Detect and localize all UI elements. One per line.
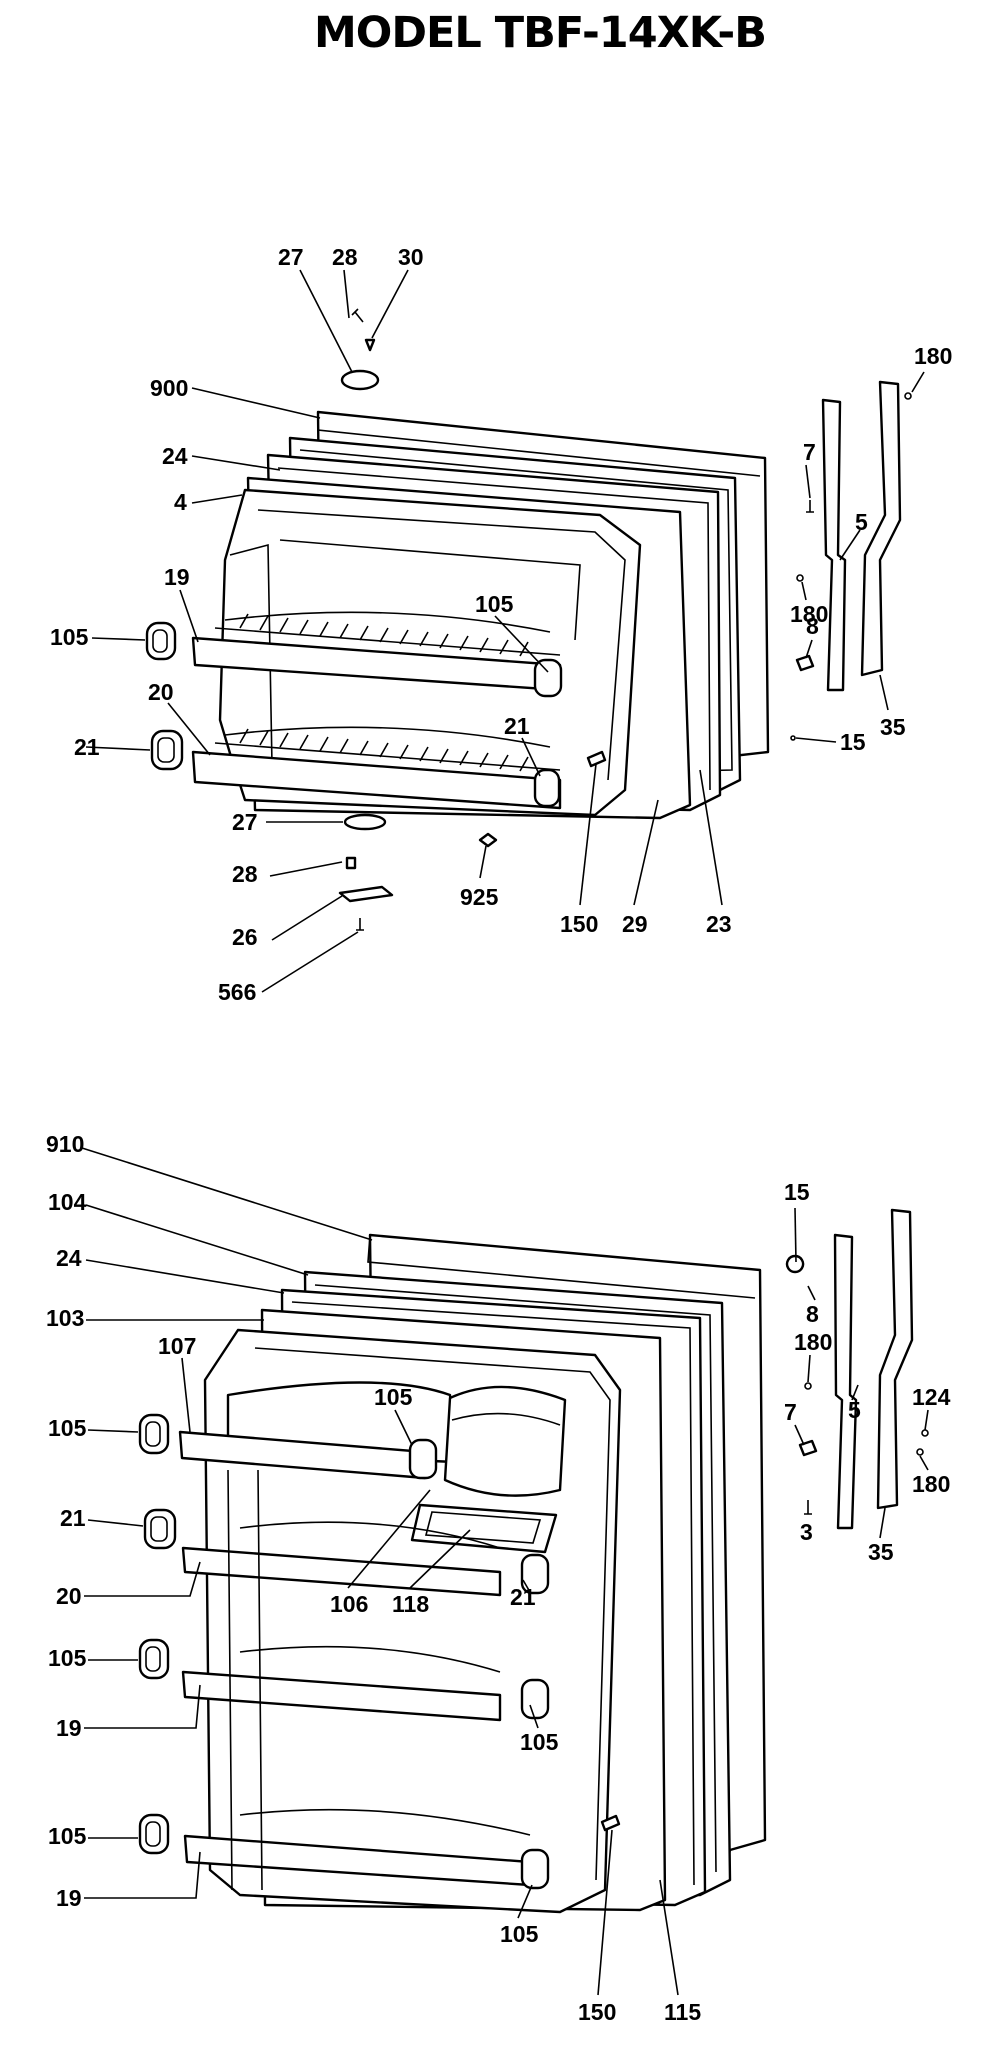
part-label: 21: [74, 734, 100, 760]
part-label: 900: [150, 375, 188, 401]
part-label: 118: [392, 1591, 429, 1617]
part-label: 4: [174, 489, 187, 515]
part-label: 180: [794, 1329, 832, 1355]
part-label: 106: [330, 1591, 368, 1617]
part-label: 5: [855, 509, 868, 535]
part-label: 150: [560, 911, 598, 937]
part-label: 103: [46, 1305, 84, 1331]
part-label: 28: [232, 861, 258, 887]
model-title: MODEL TBF-14XK-B: [314, 8, 767, 58]
part-label: 35: [880, 714, 906, 740]
part-label: 105: [48, 1823, 87, 1849]
part-label: 7: [784, 1399, 797, 1425]
part-label: 180: [914, 343, 952, 369]
part-label: 8: [806, 613, 819, 639]
part-label: 925: [460, 884, 499, 910]
part-label: 15: [840, 729, 866, 755]
fresh-food-door-assembly: [138, 1208, 929, 1914]
part-label: 19: [56, 1885, 82, 1911]
part-label: 104: [48, 1189, 87, 1215]
part-label: 19: [56, 1715, 82, 1741]
part-label: 27: [232, 809, 258, 835]
part-label: 19: [164, 564, 190, 590]
part-label: 27: [278, 244, 304, 270]
part-label: 30: [398, 244, 424, 270]
part-label: 107: [158, 1333, 196, 1359]
part-label: 3: [800, 1519, 813, 1545]
part-label: 105: [48, 1645, 87, 1671]
part-label: 21: [60, 1505, 86, 1531]
part-label: 124: [912, 1384, 951, 1410]
part-label: 15: [784, 1179, 810, 1205]
part-label: 7: [803, 439, 816, 465]
part-label: 21: [504, 713, 530, 739]
part-label: 23: [706, 911, 732, 937]
part-label: 105: [500, 1921, 539, 1947]
part-label: 26: [232, 924, 258, 950]
part-label: 105: [475, 591, 514, 617]
part-label: 180: [790, 601, 828, 627]
part-label: 566: [218, 979, 256, 1005]
fresh-food-leader-lines: [81, 1147, 929, 1996]
part-label: 150: [578, 1999, 616, 2025]
part-label: 8: [806, 1301, 819, 1327]
part-label: 35: [868, 1539, 894, 1565]
part-label: 5: [848, 1397, 861, 1423]
part-label: 20: [148, 679, 174, 705]
part-label: 910: [46, 1131, 84, 1157]
part-label: 24: [56, 1245, 82, 1271]
freezer-leader-lines: [85, 269, 925, 993]
part-label: 115: [664, 1999, 701, 2025]
part-label: 105: [48, 1415, 87, 1441]
part-label: 105: [50, 624, 89, 650]
part-label: 28: [332, 244, 358, 270]
freezer-part-labels: 27 28 30 900 24 4 19 105 20 21 105 21 27…: [50, 244, 952, 1005]
part-label: 21: [510, 1584, 536, 1610]
part-label: 105: [374, 1384, 413, 1410]
part-label: 29: [622, 911, 648, 937]
part-label: 180: [912, 1471, 950, 1497]
part-label: 24: [162, 443, 188, 469]
part-label: 20: [56, 1583, 82, 1609]
fresh-food-part-labels: 910 104 24 103 107 105 105 21 20 105 19 …: [46, 1131, 951, 2025]
part-label: 105: [520, 1729, 559, 1755]
